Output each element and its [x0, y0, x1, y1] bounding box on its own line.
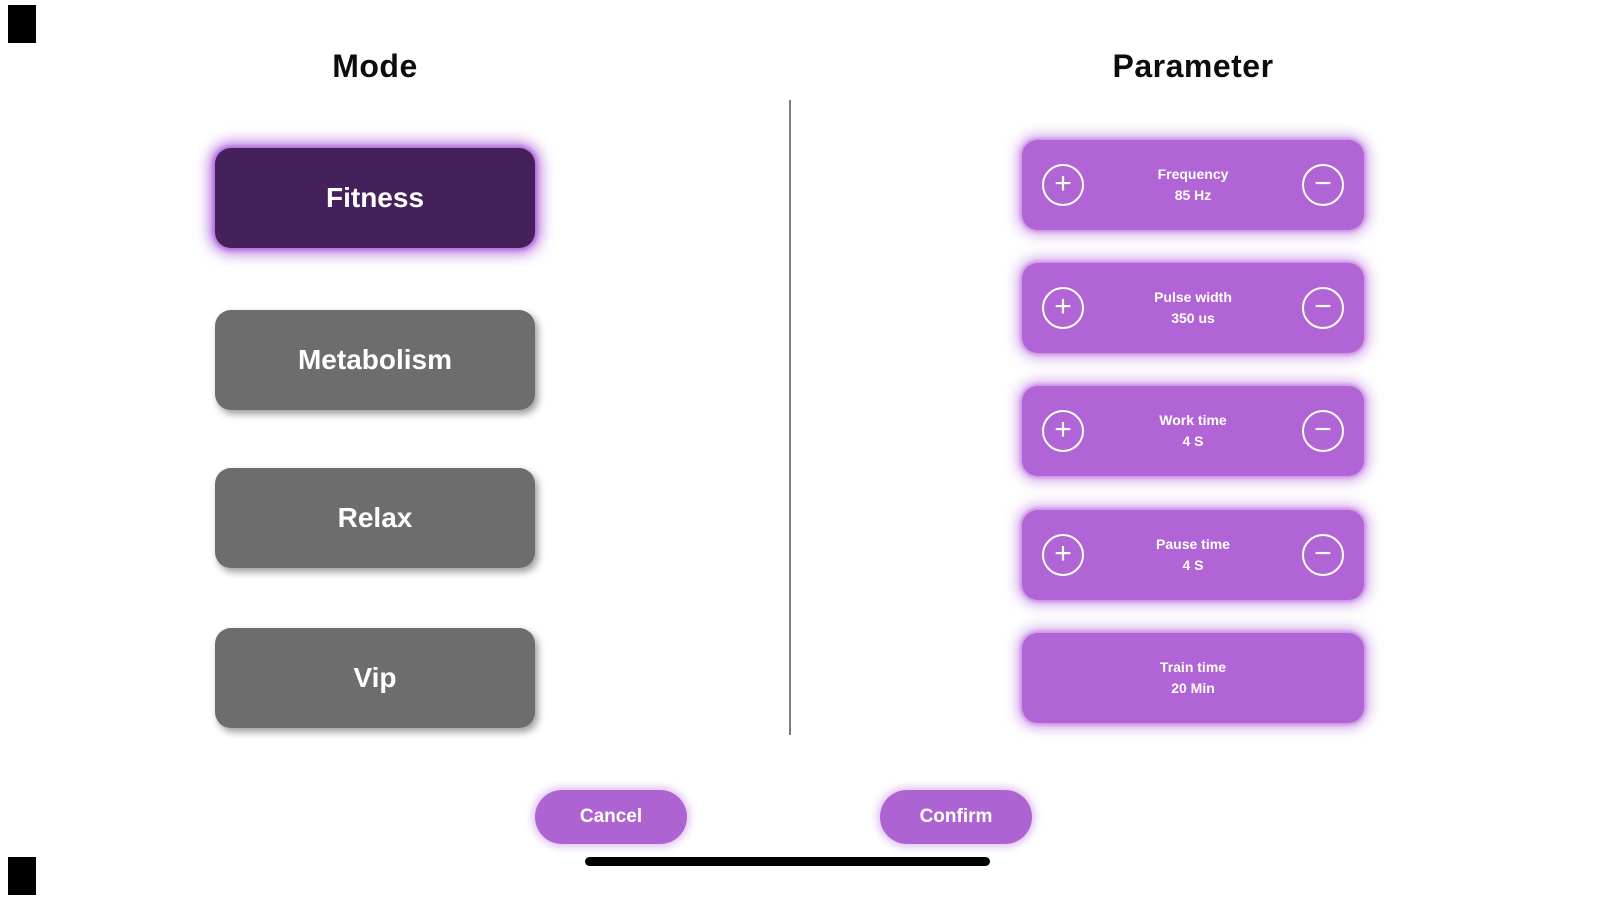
- increase-button[interactable]: +: [1042, 410, 1084, 452]
- plus-icon: +: [1054, 289, 1072, 323]
- mode-button-label: Metabolism: [297, 344, 453, 375]
- minus-icon: −: [1314, 166, 1332, 200]
- parameter-value: 4 S: [1182, 557, 1204, 573]
- cancel-button[interactable]: Cancel: [535, 790, 687, 844]
- mode-button-label: Vip: [353, 662, 397, 693]
- parameter-card-work-time: + Work time 4 S −: [1022, 386, 1364, 476]
- minus-icon: −: [1314, 536, 1332, 570]
- parameter-text: Pulse width 350 us: [1084, 287, 1302, 329]
- minus-icon: −: [1314, 412, 1332, 446]
- parameter-card-frequency: + Frequency 85 Hz −: [1022, 140, 1364, 230]
- decrease-button[interactable]: −: [1302, 410, 1344, 452]
- mode-button-metabolism[interactable]: Metabolism: [215, 310, 535, 410]
- screen-corner-artifact: [8, 5, 36, 43]
- mode-button-label: Fitness: [325, 182, 425, 213]
- mode-title: Mode: [332, 48, 418, 84]
- parameter-value: 85 Hz: [1174, 187, 1212, 203]
- parameter-value: 4 S: [1182, 433, 1204, 449]
- home-indicator[interactable]: [585, 857, 990, 866]
- increase-button[interactable]: +: [1042, 164, 1084, 206]
- parameter-card-pulse-width: + Pulse width 350 us −: [1022, 263, 1364, 353]
- parameter-label: Frequency: [1157, 166, 1229, 182]
- increase-button[interactable]: +: [1042, 534, 1084, 576]
- screen-corner-artifact: [8, 857, 36, 895]
- parameter-label: Work time: [1159, 412, 1227, 428]
- parameter-label: Pause time: [1156, 536, 1230, 552]
- plus-icon: +: [1054, 536, 1072, 570]
- parameter-card-train-time: Train time 20 Min: [1022, 633, 1364, 723]
- minus-icon: −: [1314, 289, 1332, 323]
- parameter-label: Train time: [1159, 659, 1227, 675]
- mode-button-fitness[interactable]: Fitness: [215, 148, 535, 248]
- plus-icon: +: [1054, 412, 1072, 446]
- decrease-button[interactable]: −: [1302, 164, 1344, 206]
- confirm-button[interactable]: Confirm: [880, 790, 1032, 844]
- mode-button-relax[interactable]: Relax: [215, 468, 535, 568]
- section-divider: [789, 100, 791, 735]
- parameter-value: 350 us: [1171, 310, 1215, 326]
- plus-icon: +: [1054, 166, 1072, 200]
- parameter-card-pause-time: + Pause time 4 S −: [1022, 510, 1364, 600]
- decrease-button[interactable]: −: [1302, 534, 1344, 576]
- parameter-text: Work time 4 S: [1084, 410, 1302, 452]
- parameter-label: Pulse width: [1154, 289, 1232, 305]
- parameter-text: Train time 20 Min: [1042, 657, 1344, 699]
- decrease-button[interactable]: −: [1302, 287, 1344, 329]
- increase-button[interactable]: +: [1042, 287, 1084, 329]
- parameter-text: Frequency 85 Hz: [1084, 164, 1302, 206]
- parameter-value: 20 Min: [1171, 680, 1215, 696]
- mode-button-vip[interactable]: Vip: [215, 628, 535, 728]
- parameter-title: Parameter: [1112, 48, 1274, 84]
- parameter-text: Pause time 4 S: [1084, 534, 1302, 576]
- mode-button-label: Relax: [337, 502, 413, 533]
